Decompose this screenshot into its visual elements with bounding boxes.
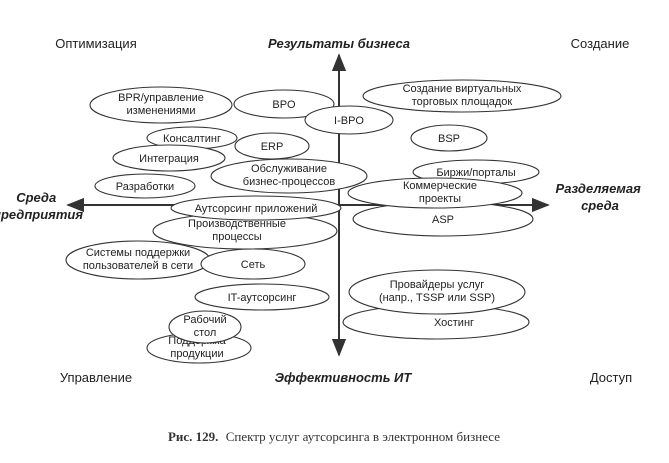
axis-top-title: Результаты бизнеса bbox=[268, 36, 410, 51]
node-erp: ERP bbox=[234, 132, 310, 160]
node-it-outsourcing: IT-аутсорсинг bbox=[194, 283, 330, 311]
node-asp: ASP bbox=[352, 201, 534, 237]
axis-right-title: Разделяемая среда bbox=[556, 181, 645, 213]
svg-text:ASP: ASP bbox=[432, 214, 454, 226]
svg-text:Разработки: Разработки bbox=[116, 181, 174, 193]
axis-left-title: Среда предприятия bbox=[0, 190, 83, 222]
axis-bottom-title: Эффективность ИТ bbox=[275, 370, 413, 385]
node-bpo: BPO bbox=[233, 89, 335, 119]
node-bsp: BSP bbox=[410, 124, 488, 152]
node-app-outsourcing: Аутсорсинг приложений bbox=[170, 195, 342, 221]
node-network: Сеть bbox=[200, 248, 306, 280]
svg-text:Сеть: Сеть bbox=[241, 259, 266, 271]
svg-text:IT-аутсорсинг: IT-аутсорсинг bbox=[228, 292, 297, 304]
corner-top-right: Создание bbox=[571, 36, 630, 51]
svg-text:ERP: ERP bbox=[261, 141, 284, 153]
svg-text:Консалтинг: Консалтинг bbox=[163, 133, 221, 145]
svg-text:BPO: BPO bbox=[272, 99, 296, 111]
figure-caption: Рис. 129. Спектр услуг аутсорсинга в эле… bbox=[168, 429, 500, 444]
node-i-bpo: I-BPO bbox=[304, 105, 394, 135]
node-development: Разработки bbox=[94, 173, 196, 199]
svg-text:Провайдеры услуг(напр., TSSP и: Провайдеры услуг(напр., TSSP или SSP) bbox=[379, 279, 495, 304]
corner-bottom-left: Управление bbox=[60, 370, 132, 385]
node-service-providers: Провайдеры услуг(напр., TSSP или SSP) bbox=[348, 269, 526, 315]
svg-text:Аутсорсинг приложений: Аутсорсинг приложений bbox=[195, 203, 318, 215]
corner-top-left: Оптимизация bbox=[55, 36, 137, 51]
node-integration: Интеграция bbox=[112, 144, 226, 172]
svg-text:Интеграция: Интеграция bbox=[139, 153, 199, 165]
svg-text:BSP: BSP bbox=[438, 133, 460, 145]
svg-text:Биржи/порталы: Биржи/порталы bbox=[436, 167, 515, 179]
svg-text:Хостинг: Хостинг bbox=[434, 317, 474, 329]
node-hosting: Хостинг bbox=[342, 304, 530, 340]
svg-text:I-BPO: I-BPO bbox=[334, 115, 364, 127]
corner-bottom-right: Доступ bbox=[590, 370, 632, 385]
